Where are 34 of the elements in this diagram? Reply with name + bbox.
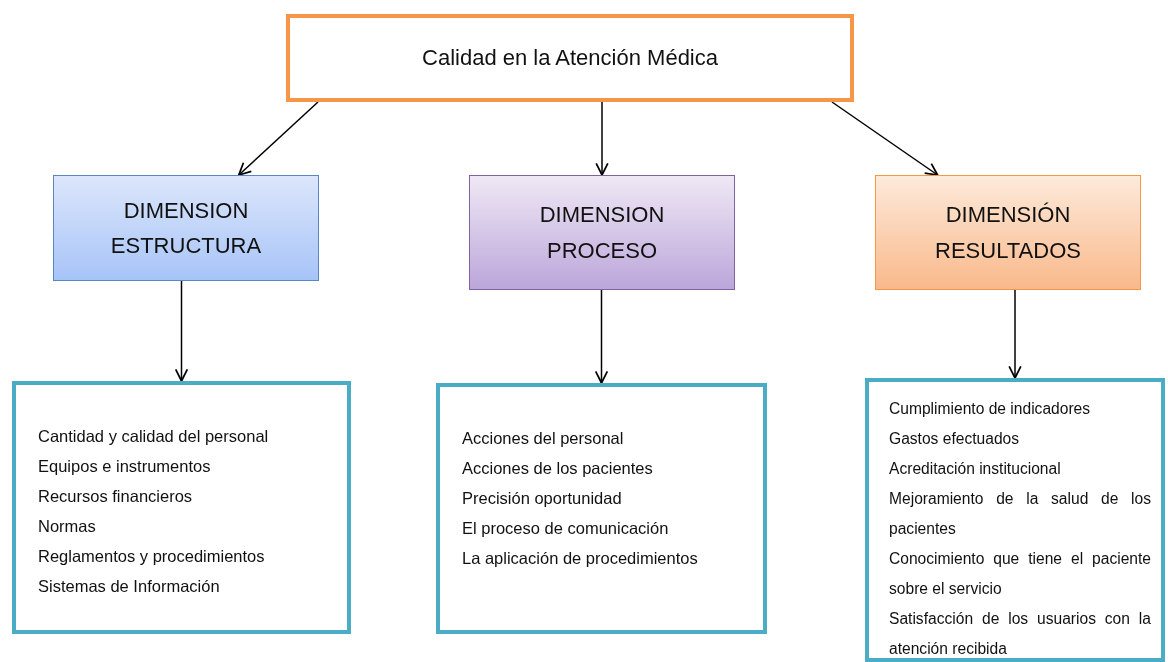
list-box xyxy=(12,381,351,634)
list-item: El proceso de comunicación xyxy=(462,518,669,539)
arrow xyxy=(237,101,319,176)
list-box xyxy=(865,378,1165,662)
list-item: Precisión oportunidad xyxy=(462,488,622,509)
list-item: Cumplimiento de indicadores xyxy=(889,399,1092,419)
list-item: Recursos financieros xyxy=(38,486,193,507)
list-item: Gastos efectuados xyxy=(889,429,1021,449)
list-item: Satisfacción de los usuarios con la atención recibida xyxy=(889,609,1151,659)
arrow xyxy=(1008,289,1022,379)
list-item: Acciones de los pacientes xyxy=(462,458,653,479)
dimension-box xyxy=(53,175,319,281)
list-item: Equipos e instrumentos xyxy=(38,456,211,477)
dimension-label: DIMENSION PROCESO xyxy=(539,201,665,265)
arrow xyxy=(831,101,939,176)
list-item: Conocimiento que tiene el paciente sobre el servicio xyxy=(889,549,1151,599)
arrow xyxy=(594,289,609,384)
list-item: Sistemas de Información xyxy=(38,576,220,597)
list-item: Mejoramiento de la salud de los pacientes xyxy=(889,489,1151,539)
list-item: La aplicación de procedimientos xyxy=(462,548,698,569)
list-box xyxy=(436,383,767,634)
dimension-box xyxy=(875,175,1141,290)
dimension-label: DIMENSION ESTRUCTURA xyxy=(110,196,262,260)
dimension-box xyxy=(469,175,735,290)
title-text: Calidad en la Atención Médica xyxy=(422,45,718,71)
list-item: Normas xyxy=(38,516,96,537)
list-item: Acreditación institucional xyxy=(889,459,1062,479)
list-item: Reglamentos y procedimientos xyxy=(38,546,265,567)
dimension-label: DIMENSIÓN RESULTADOS xyxy=(935,201,1081,265)
arrow xyxy=(595,101,609,176)
arrow xyxy=(174,280,189,382)
list-item: Acciones del personal xyxy=(462,428,624,449)
title-box xyxy=(286,14,854,102)
list-item: Cantidad y calidad del personal xyxy=(38,426,269,447)
